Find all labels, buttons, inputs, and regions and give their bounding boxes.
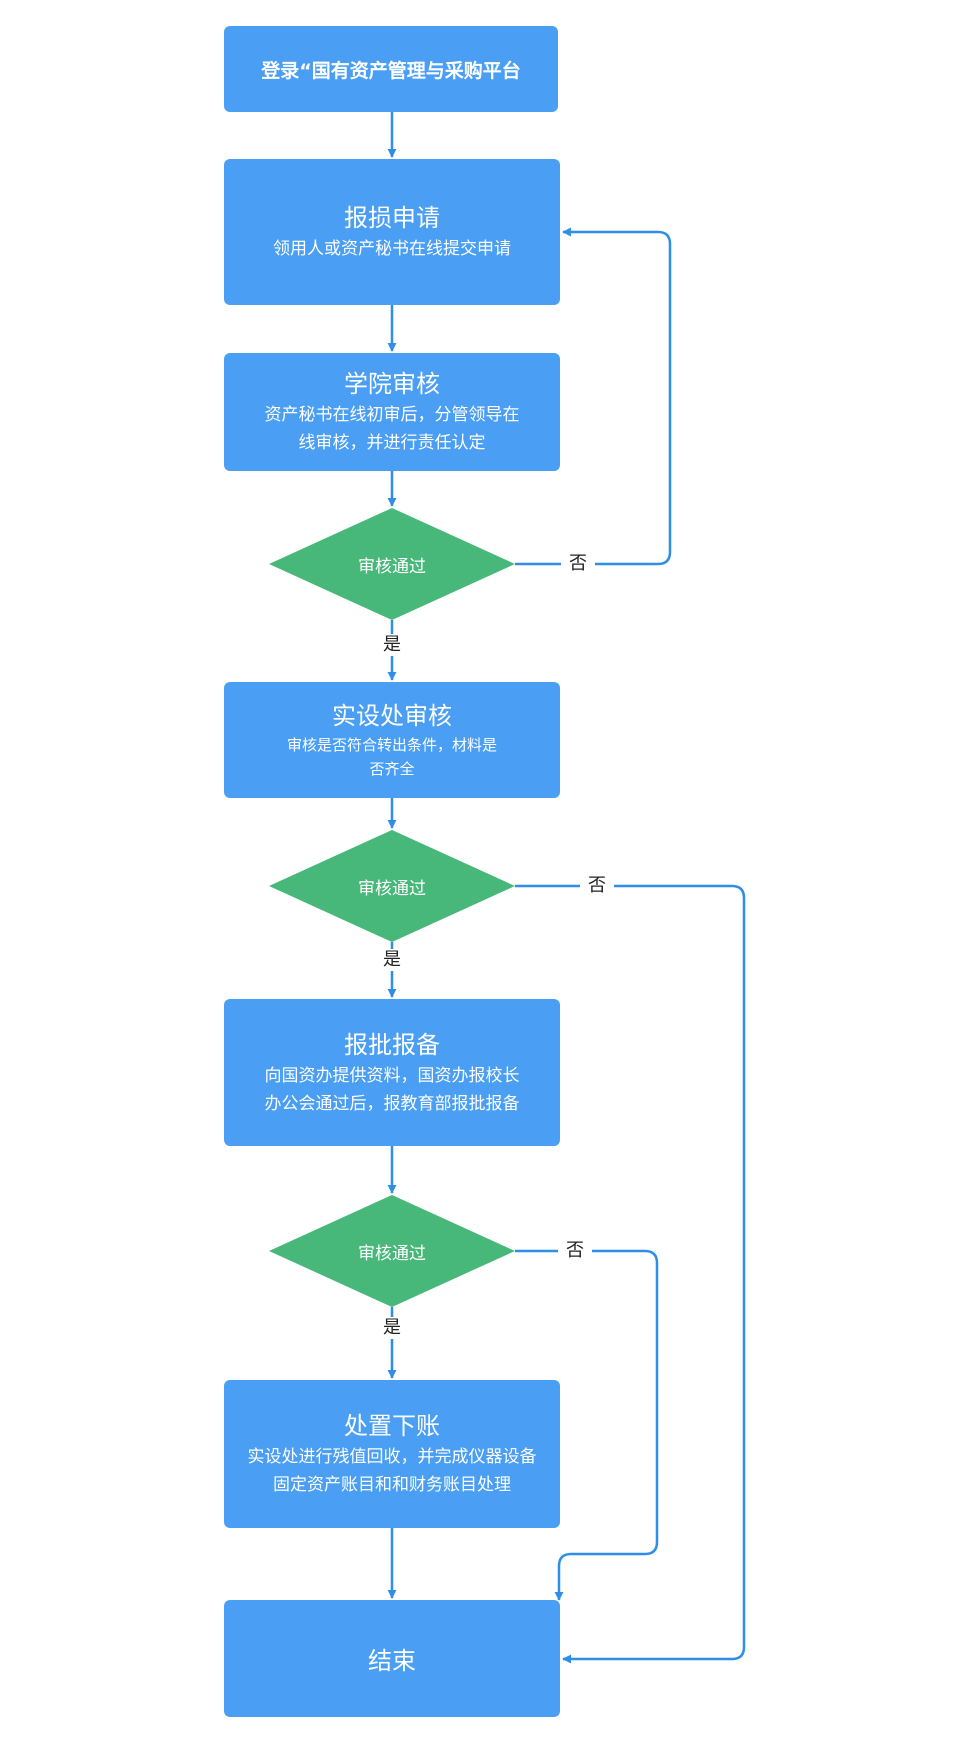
step-college: 学院审核 资产秘书在线初审后，分管领导在 线审核，并进行责任认定: [224, 353, 560, 471]
decision-shapes: [269, 508, 515, 1307]
decision-diamond-2: [269, 830, 515, 942]
step-report-desc-line1: 向国资办提供资料，国资办报校长: [264, 1065, 520, 1086]
edge-label-yes-2: 是: [375, 949, 409, 971]
decision-diamond-1: [269, 508, 515, 620]
decision-1-label: 审核通过: [358, 557, 426, 577]
step-dispose: 处置下账 实设处进行残值回收，并完成仪器设备 固定资产账目和和财务账目处理: [224, 1380, 560, 1528]
step-dispose-desc-line2: 固定资产账目和和财务账目处理: [273, 1475, 511, 1495]
step-login-text: 登录“国有资产管理与采购平台: [261, 59, 521, 82]
step-login: 登录“国有资产管理与采购平台: [224, 26, 558, 112]
step-college-title: 学院审核: [344, 370, 440, 398]
decision-2-label: 审核通过: [358, 879, 426, 899]
arrow-decision1-no: [515, 227, 672, 566]
step-office: 实设处审核 审核是否符合转出条件，材料是 否齐全: [224, 682, 560, 798]
edge-label-yes-1: 是: [375, 634, 409, 656]
step-apply-title: 报损申请: [344, 204, 440, 232]
step-report: 报批报备 向国资办提供资料，国资办报校长 办公会通过后，报教育部报批报备: [224, 999, 560, 1146]
arrow-decision2-no: [515, 884, 746, 1664]
step-end: 结束: [224, 1600, 560, 1717]
step-office-desc-line2: 否齐全: [369, 760, 415, 778]
edge-label-no-3: 否: [558, 1240, 592, 1262]
step-report-desc-line2: 办公会通过后，报教育部报批报备: [264, 1093, 520, 1114]
step-apply: 报损申请 领用人或资产秘书在线提交申请: [224, 159, 560, 305]
step-dispose-title: 处置下账: [344, 1412, 440, 1440]
edge-label-no-1: 否: [561, 553, 595, 575]
step-college-desc-line2: 线审核，并进行责任认定: [298, 433, 486, 453]
step-dispose-desc-line1: 实设处进行残值回收，并完成仪器设备: [247, 1447, 537, 1467]
step-office-title: 实设处审核: [332, 702, 452, 730]
edge-label-no-2: 否: [580, 875, 614, 897]
step-end-text: 结束: [368, 1647, 416, 1675]
edge-label-yes-3: 是: [375, 1317, 409, 1339]
arrow-decision3-no: [515, 1249, 659, 1601]
step-apply-desc: 领用人或资产秘书在线提交申请: [273, 239, 511, 259]
step-college-desc-line1: 资产秘书在线初审后，分管领导在: [264, 405, 520, 425]
step-report-title: 报批报备: [344, 1030, 440, 1059]
step-office-desc-line1: 审核是否符合转出条件，材料是: [286, 736, 497, 754]
decision-diamond-3: [269, 1195, 515, 1307]
decision-3-label: 审核通过: [358, 1244, 426, 1264]
